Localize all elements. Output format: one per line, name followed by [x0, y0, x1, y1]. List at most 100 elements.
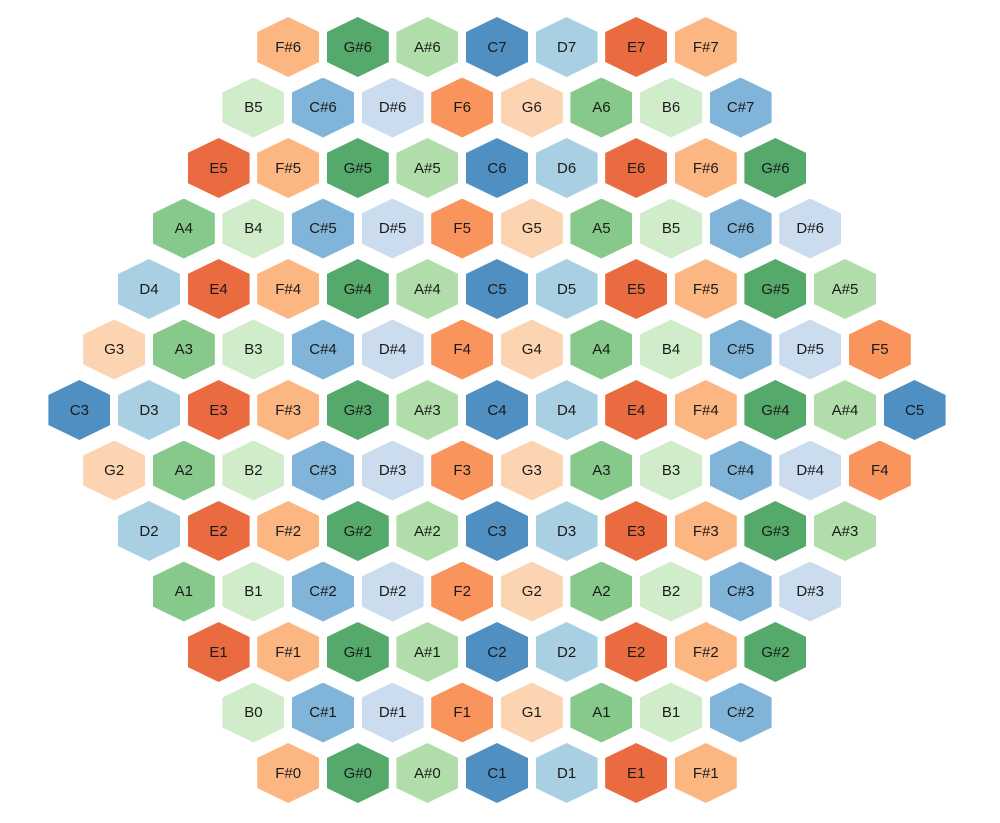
- note-key-ds3[interactable]: D#3: [779, 561, 842, 622]
- note-key-ds6[interactable]: D#6: [361, 77, 424, 138]
- note-key-g4[interactable]: G4: [500, 319, 563, 380]
- note-key-g6[interactable]: G6: [500, 77, 563, 138]
- note-key-gs4[interactable]: G#4: [326, 259, 389, 319]
- note-key-fs1[interactable]: F#1: [257, 622, 320, 682]
- note-key-gs6[interactable]: G#6: [744, 138, 807, 198]
- note-key-fs2[interactable]: F#2: [257, 501, 320, 561]
- note-key-gs5[interactable]: G#5: [744, 259, 807, 319]
- note-key-fs6[interactable]: F#6: [674, 138, 737, 198]
- note-key-f5[interactable]: F5: [431, 198, 494, 259]
- note-key-c1[interactable]: C1: [466, 743, 528, 803]
- note-key-fs3[interactable]: F#3: [257, 380, 320, 440]
- note-key-gs4[interactable]: G#4: [744, 380, 807, 440]
- note-key-d1[interactable]: D1: [535, 743, 598, 803]
- note-key-a4[interactable]: A4: [152, 198, 215, 259]
- note-key-fs4[interactable]: F#4: [674, 380, 737, 440]
- note-key-ds2[interactable]: D#2: [361, 561, 424, 622]
- note-key-as6[interactable]: A#6: [396, 17, 459, 77]
- note-key-gs3[interactable]: G#3: [744, 501, 807, 561]
- note-key-fs5[interactable]: F#5: [674, 259, 737, 319]
- note-key-as4[interactable]: A#4: [814, 380, 876, 440]
- note-key-fs4[interactable]: F#4: [257, 259, 320, 319]
- note-key-as3[interactable]: A#3: [814, 501, 876, 561]
- note-key-f4[interactable]: F4: [431, 319, 494, 380]
- note-key-c6[interactable]: C6: [466, 138, 528, 198]
- note-key-d7[interactable]: D7: [535, 17, 598, 77]
- note-key-e3[interactable]: E3: [187, 380, 250, 440]
- note-key-g2[interactable]: G2: [83, 440, 146, 501]
- note-key-ds1[interactable]: D#1: [361, 682, 424, 743]
- note-key-e4[interactable]: E4: [605, 380, 668, 440]
- note-key-ds6[interactable]: D#6: [779, 198, 842, 259]
- note-key-b1[interactable]: B1: [640, 682, 702, 743]
- note-key-as2[interactable]: A#2: [396, 501, 459, 561]
- note-key-fs1[interactable]: F#1: [674, 743, 737, 803]
- note-key-ds4[interactable]: D#4: [779, 440, 842, 501]
- note-key-a1[interactable]: A1: [152, 561, 215, 622]
- note-key-b2[interactable]: B2: [222, 440, 285, 501]
- note-key-a3[interactable]: A3: [570, 440, 633, 501]
- note-key-c7[interactable]: C7: [466, 17, 528, 77]
- note-key-d3[interactable]: D3: [535, 501, 598, 561]
- note-key-c4[interactable]: C4: [466, 380, 528, 440]
- note-key-d5[interactable]: D5: [535, 259, 598, 319]
- note-key-b5[interactable]: B5: [222, 77, 285, 138]
- note-key-d2[interactable]: D2: [118, 501, 180, 561]
- note-key-cs6[interactable]: C#6: [709, 198, 772, 259]
- note-key-f1[interactable]: F1: [431, 682, 494, 743]
- note-key-cs5[interactable]: C#5: [709, 319, 772, 380]
- note-key-gs6[interactable]: G#6: [326, 17, 389, 77]
- note-key-cs3[interactable]: C#3: [709, 561, 772, 622]
- note-key-g3[interactable]: G3: [83, 319, 146, 380]
- note-key-cs7[interactable]: C#7: [709, 77, 772, 138]
- note-key-fs0[interactable]: F#0: [257, 743, 320, 803]
- note-key-a1[interactable]: A1: [570, 682, 633, 743]
- note-key-fs5[interactable]: F#5: [257, 138, 320, 198]
- note-key-cs4[interactable]: C#4: [292, 319, 354, 380]
- note-key-as5[interactable]: A#5: [396, 138, 459, 198]
- note-key-fs3[interactable]: F#3: [674, 501, 737, 561]
- note-key-cs3[interactable]: C#3: [292, 440, 354, 501]
- note-key-a4[interactable]: A4: [570, 319, 633, 380]
- note-key-gs3[interactable]: G#3: [326, 380, 389, 440]
- note-key-cs5[interactable]: C#5: [292, 198, 354, 259]
- note-key-a2[interactable]: A2: [570, 561, 633, 622]
- note-key-d4[interactable]: D4: [118, 259, 180, 319]
- note-key-g1[interactable]: G1: [500, 682, 563, 743]
- note-key-e4[interactable]: E4: [187, 259, 250, 319]
- note-key-as1[interactable]: A#1: [396, 622, 459, 682]
- note-key-b3[interactable]: B3: [222, 319, 285, 380]
- note-key-b2[interactable]: B2: [640, 561, 702, 622]
- note-key-d3[interactable]: D3: [118, 380, 180, 440]
- note-key-d4[interactable]: D4: [535, 380, 598, 440]
- note-key-b1[interactable]: B1: [222, 561, 285, 622]
- note-key-a6[interactable]: A6: [570, 77, 633, 138]
- note-key-e7[interactable]: E7: [605, 17, 668, 77]
- note-key-ds5[interactable]: D#5: [779, 319, 842, 380]
- note-key-d6[interactable]: D6: [535, 138, 598, 198]
- note-key-b6[interactable]: B6: [640, 77, 702, 138]
- note-key-cs1[interactable]: C#1: [292, 682, 354, 743]
- note-key-f3[interactable]: F3: [431, 440, 494, 501]
- note-key-fs6[interactable]: F#6: [257, 17, 320, 77]
- note-key-e2[interactable]: E2: [605, 622, 668, 682]
- note-key-b3[interactable]: B3: [640, 440, 702, 501]
- note-key-e1[interactable]: E1: [605, 743, 668, 803]
- note-key-as5[interactable]: A#5: [814, 259, 876, 319]
- note-key-f6[interactable]: F6: [431, 77, 494, 138]
- note-key-cs2[interactable]: C#2: [709, 682, 772, 743]
- note-key-ds4[interactable]: D#4: [361, 319, 424, 380]
- note-key-a3[interactable]: A3: [152, 319, 215, 380]
- note-key-as0[interactable]: A#0: [396, 743, 459, 803]
- note-key-gs0[interactable]: G#0: [326, 743, 389, 803]
- note-key-g3[interactable]: G3: [500, 440, 563, 501]
- note-key-b4[interactable]: B4: [640, 319, 702, 380]
- note-key-c2[interactable]: C2: [466, 622, 528, 682]
- note-key-b5[interactable]: B5: [640, 198, 702, 259]
- note-key-d2[interactable]: D2: [535, 622, 598, 682]
- note-key-b0[interactable]: B0: [222, 682, 285, 743]
- note-key-e5[interactable]: E5: [605, 259, 668, 319]
- note-key-f2[interactable]: F2: [431, 561, 494, 622]
- note-key-e2[interactable]: E2: [187, 501, 250, 561]
- note-key-c3[interactable]: C3: [466, 501, 528, 561]
